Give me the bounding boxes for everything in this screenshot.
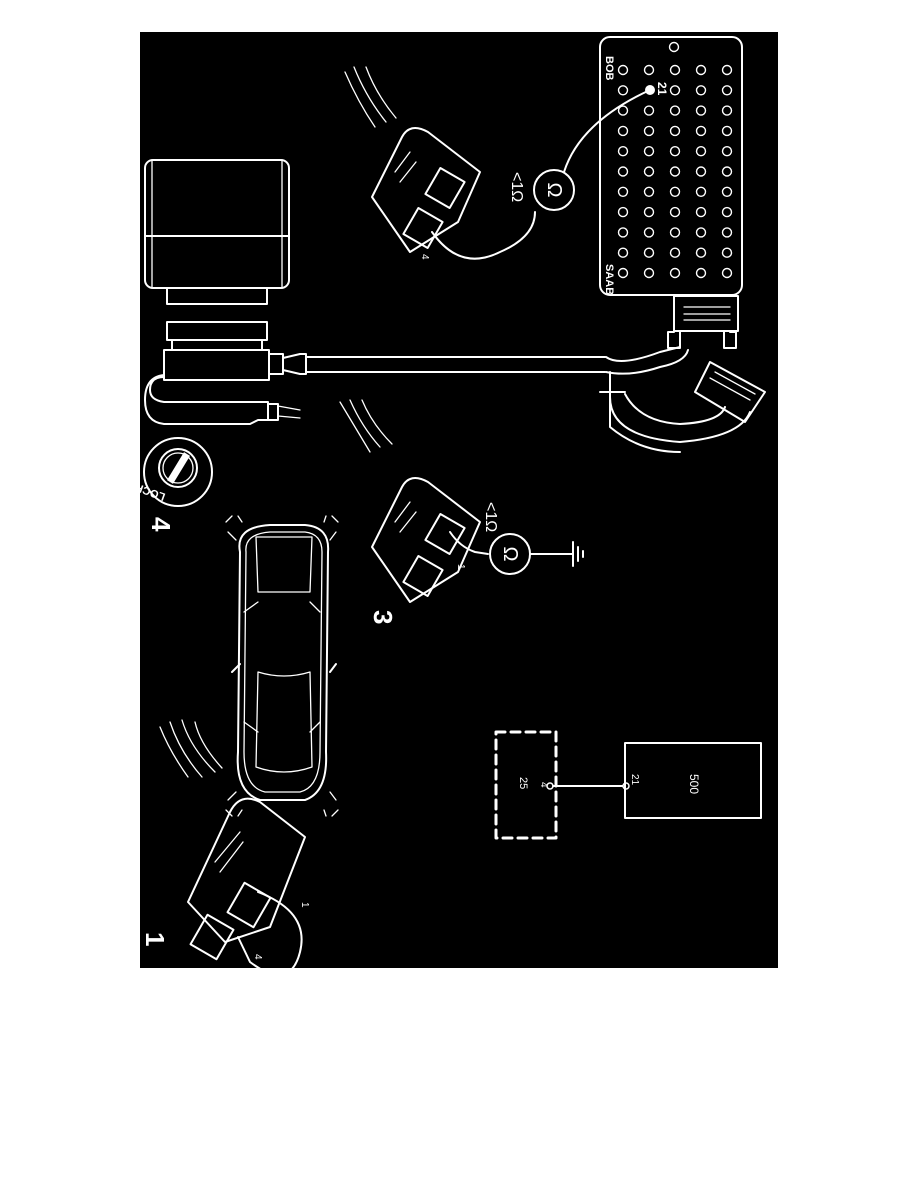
bob-pin[interactable] (669, 125, 681, 137)
bob-pin[interactable] (669, 64, 681, 76)
bob-pin[interactable] (617, 186, 629, 198)
reading-ground: <1Ω (482, 502, 499, 532)
bob-pin[interactable] (643, 105, 655, 116)
ohm-symbol-ground: Ω (499, 547, 521, 562)
bob-pin[interactable] (669, 267, 681, 279)
control-module (144, 159, 290, 305)
bob-pin[interactable] (617, 227, 629, 238)
bob-pin-21-label: 21 (655, 82, 669, 96)
bob-pin[interactable] (669, 166, 681, 177)
step-1-label: 1 (140, 932, 170, 946)
bob-pin[interactable] (721, 145, 733, 157)
bob-pin[interactable] (695, 247, 707, 258)
bob-pin[interactable] (695, 166, 707, 177)
schematic: 25 4 21 500 (494, 730, 762, 840)
bob-pin[interactable] (669, 145, 681, 157)
bob-pin[interactable] (643, 267, 655, 279)
bob-brand-label: SAAB (603, 264, 615, 295)
bob-pin[interactable] (643, 125, 655, 137)
car-top-view-icon (225, 515, 339, 817)
component-25-pin: 4 (538, 782, 549, 788)
bob-pin[interactable] (721, 125, 733, 137)
bob-pin[interactable] (721, 64, 733, 76)
bob-pin[interactable] (617, 145, 629, 157)
bob-pin[interactable] (617, 206, 629, 218)
bob-pin[interactable] (721, 247, 733, 258)
bob-pin[interactable] (617, 247, 629, 258)
ground-icon (572, 541, 584, 567)
bob-pin[interactable] (617, 85, 629, 96)
bob-pin[interactable] (617, 64, 629, 76)
bob-pin[interactable] (668, 41, 680, 53)
bob-pin[interactable] (669, 247, 681, 258)
bob-pin[interactable] (695, 206, 707, 218)
bob-pin[interactable] (617, 166, 629, 177)
bob-pin[interactable] (695, 227, 707, 238)
bob-pin[interactable] (721, 206, 733, 218)
step-1-pin-4: 4 (252, 954, 263, 960)
bob-pin-21-highlight[interactable] (645, 85, 655, 95)
component-500-label: 500 (687, 774, 701, 794)
bob-pin[interactable] (643, 186, 655, 198)
bob-pin[interactable] (721, 186, 733, 198)
bob-pin[interactable] (669, 206, 681, 218)
bob-pin[interactable] (695, 125, 707, 137)
step-3-label: 3 (368, 610, 398, 624)
connector-step-1: 1 4 (159, 719, 310, 968)
bob-breakout-box[interactable]: 21 BOB SAAB (599, 36, 766, 453)
bob-pin[interactable] (643, 206, 655, 218)
bob-pin[interactable] (669, 105, 681, 116)
ignition-switch-assembly (144, 321, 606, 425)
bob-pin[interactable] (721, 105, 733, 116)
lock-label: LOCK (140, 481, 167, 503)
bob-pin[interactable] (643, 64, 655, 76)
bob-pin[interactable] (721, 85, 733, 96)
bob-pin[interactable] (721, 267, 733, 279)
ohmmeter-bob: Ω <1Ω (508, 89, 651, 211)
bob-pin[interactable] (643, 166, 655, 177)
bob-name-label: BOB (603, 56, 615, 81)
bob-pin-grid[interactable] (617, 41, 733, 279)
bob-pin[interactable] (695, 105, 707, 116)
step-4-label: 4 (146, 517, 176, 532)
connector-bob-measurement: 4 (344, 66, 536, 260)
bob-pin[interactable] (721, 166, 733, 177)
component-500-box (624, 742, 762, 819)
step-1-pin-1: 1 (299, 902, 310, 908)
ohm-symbol-bob: Ω (543, 183, 565, 198)
step-3-pin-1: 1 (455, 564, 466, 570)
ignition-lock-icon: LOCK (140, 437, 213, 507)
bob-pin[interactable] (695, 85, 707, 96)
bob-pin[interactable] (669, 85, 681, 96)
bob-pin[interactable] (643, 227, 655, 238)
bob-pin[interactable] (695, 64, 707, 76)
bob-pin[interactable] (669, 227, 681, 238)
bob-pin[interactable] (695, 267, 707, 279)
diagram-canvas: LOCK 4 1 4 1 1 Ω (140, 32, 778, 968)
component-25-label: 25 (517, 777, 529, 789)
bob-pin[interactable] (695, 145, 707, 157)
bob-pin[interactable] (617, 125, 629, 137)
bob-pin[interactable] (721, 227, 733, 238)
bob-pin[interactable] (617, 105, 629, 116)
bob-meas-pin-4: 4 (419, 254, 430, 260)
diagram-svg: LOCK 4 1 4 1 1 Ω (140, 36, 766, 968)
ohmmeter-ground: Ω <1Ω (482, 502, 584, 575)
reading-bob: <1Ω (508, 172, 525, 202)
bob-pin[interactable] (617, 267, 629, 279)
bob-pin[interactable] (643, 145, 655, 157)
connector-step-3: 1 (339, 399, 489, 603)
component-500-pin: 21 (629, 774, 640, 786)
bob-pin[interactable] (695, 186, 707, 198)
bob-pin[interactable] (643, 247, 655, 258)
bob-pin[interactable] (669, 186, 681, 198)
